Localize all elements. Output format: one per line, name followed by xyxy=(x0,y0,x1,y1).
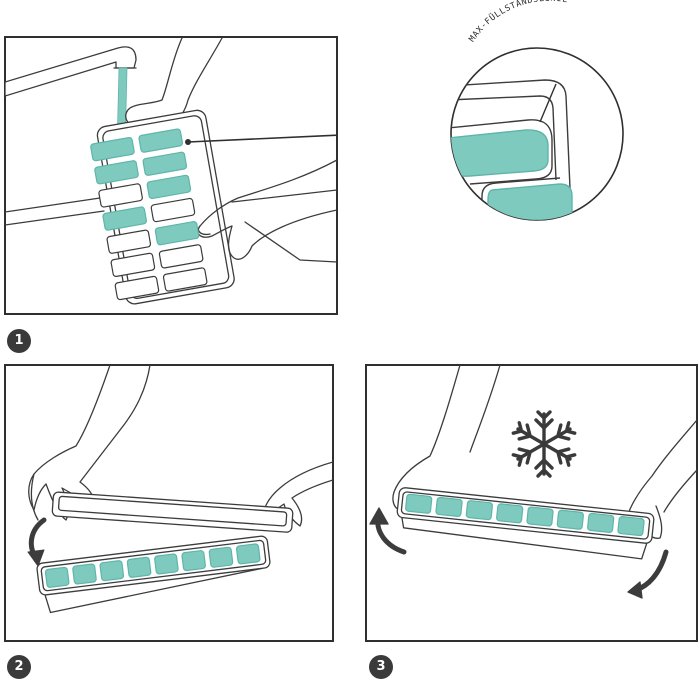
tray-cell-filled xyxy=(146,174,192,200)
tray-cell-filled xyxy=(154,553,179,575)
tray-cell-filled xyxy=(587,512,615,533)
tray-cell-filled xyxy=(617,516,645,537)
tray-cell-filled xyxy=(556,509,584,530)
tray-cell-filled xyxy=(44,566,70,588)
tray-cell-filled xyxy=(405,493,433,514)
down-arrow-icon xyxy=(27,517,47,567)
zoom-callout: MAX-FÜLLSTANDSLINIE xyxy=(450,0,624,221)
tray-cell-filled xyxy=(181,550,206,572)
max-fill-pointer-line xyxy=(539,83,557,123)
tray-cell-filled xyxy=(90,137,135,162)
sink-edge xyxy=(244,221,337,263)
tray-cell-filled xyxy=(435,496,463,518)
tray-cell-empty xyxy=(106,229,152,254)
sink-edge xyxy=(5,210,105,226)
step-number-1: 1 xyxy=(7,329,31,353)
right-hand xyxy=(262,461,333,527)
tray-cells xyxy=(90,128,208,301)
tray-cell-empty xyxy=(158,244,204,269)
tray-cell-filled xyxy=(526,506,554,527)
tray-cell-empty xyxy=(110,252,156,278)
tray-cell-filled xyxy=(142,151,188,176)
zoom-cell-wall xyxy=(481,177,561,214)
rotate-right-arrow-icon xyxy=(627,549,669,599)
tray-cell-filled xyxy=(99,560,125,582)
tray-cell-filled xyxy=(126,556,152,578)
sink-edge xyxy=(231,189,337,203)
step-number-2: 2 xyxy=(7,655,31,679)
tray-cell-filled xyxy=(154,221,200,246)
panel-step-1 xyxy=(4,36,338,315)
tray-cell-filled xyxy=(94,160,139,185)
callout-connector-line xyxy=(187,134,337,143)
tray-cell-empty xyxy=(150,197,196,223)
tray-cell-empty xyxy=(162,267,208,292)
tray-cells xyxy=(44,543,261,588)
tray-cells xyxy=(405,493,645,537)
tray-lid xyxy=(51,491,294,533)
rotate-left-arrow-icon xyxy=(369,507,407,555)
tray-cell-filled xyxy=(138,128,183,153)
max-fill-line-label: MAX-FÜLLSTANDSLINIE xyxy=(467,0,569,44)
tray-cell-filled xyxy=(496,503,524,524)
tray-cell-empty xyxy=(98,183,143,208)
tray-cell-filled xyxy=(102,206,147,231)
zoom-cell-water xyxy=(487,183,573,220)
tray-cell-filled xyxy=(208,546,234,568)
zoom-cell-water xyxy=(451,129,549,177)
snowflake-icon xyxy=(510,410,578,478)
right-hand xyxy=(197,159,337,260)
callout-anchor-dot xyxy=(185,139,191,145)
tray-cell-empty xyxy=(114,275,160,301)
panel-step-2 xyxy=(4,364,334,642)
panel-step-3 xyxy=(365,364,698,642)
tray-cell-filled xyxy=(465,500,493,521)
zoom-cell-wall xyxy=(451,119,553,185)
tray-cell-filled xyxy=(235,543,261,565)
step-number-3: 3 xyxy=(369,655,393,679)
tray-cell-filled xyxy=(72,563,97,585)
sink-edge xyxy=(5,197,101,213)
